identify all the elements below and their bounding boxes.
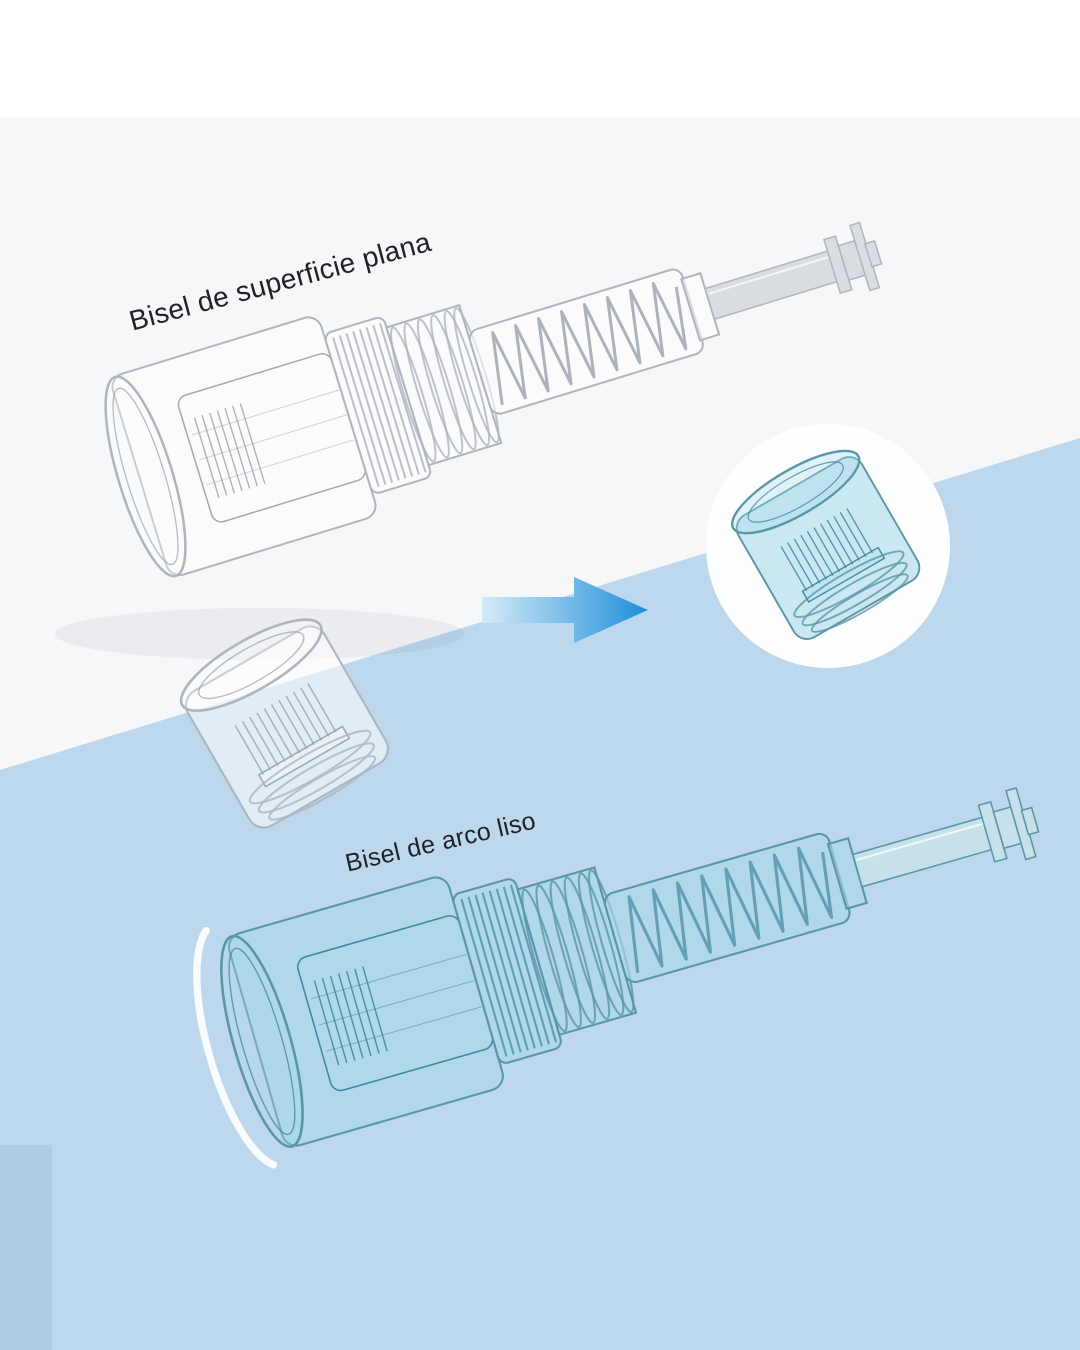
background-blue-edge: [0, 1145, 52, 1350]
cartridge-arc-bevel-image: [193, 712, 1067, 1169]
arrow-right-icon: [482, 577, 648, 643]
background-top-strip: [0, 0, 1080, 118]
highlight-glint: [193, 926, 277, 1169]
arc-bevel-inset: [706, 424, 950, 668]
